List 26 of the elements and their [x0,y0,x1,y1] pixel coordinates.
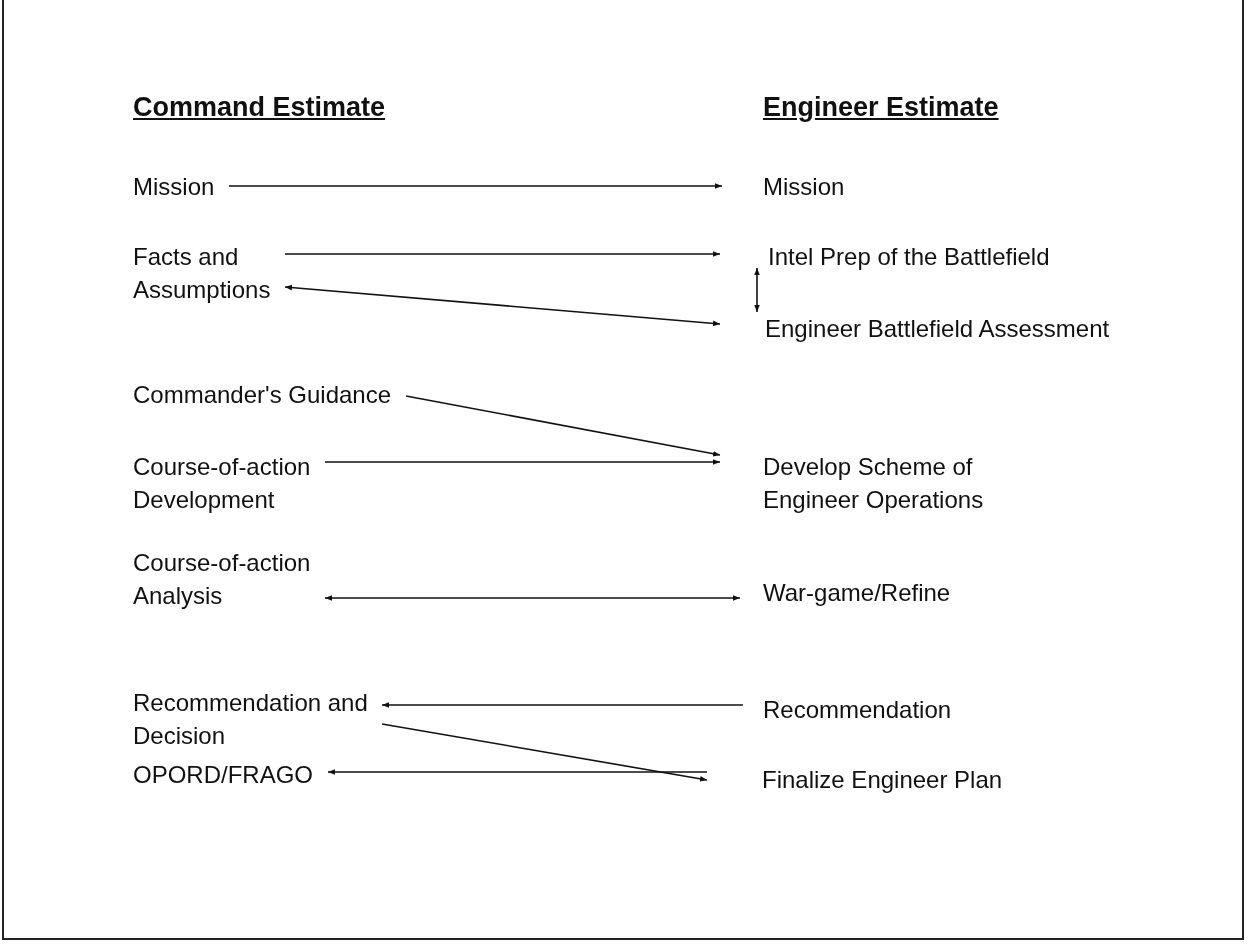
arrow [327,769,708,775]
arrow [381,723,708,782]
step-label: Develop Scheme of Engineer Operations [720,450,1080,516]
column-heading: Engineer Estimate [763,92,999,123]
step-label: Facts and Assumptions [133,240,285,306]
arrow [324,459,721,465]
step-label: Engineer Battlefield Assessment [720,312,1210,345]
arrow [381,702,744,708]
step-label: Recommendation [743,693,1003,726]
arrow [228,183,723,189]
step-label: Mission [133,170,229,203]
step-label: War-game/Refine [740,576,1000,609]
step-label: Course-of-action Development [133,450,325,516]
step-label: Finalize Engineer Plan [707,763,1077,796]
arrow [284,284,721,327]
arrow [324,595,741,601]
step-label: Intel Prep of the Battlefield [720,240,1140,268]
arrow [284,251,721,257]
step-label: Recommendation and Decision [133,686,382,752]
step-label: Mission [722,170,862,203]
arrow [405,395,721,457]
arrow [754,267,760,313]
column-heading: Command Estimate [133,92,386,123]
step-label: Course-of-action Analysis [133,546,325,612]
step-label: OPORD/FRAGO [133,758,328,791]
step-label: Commander's Guidance [133,378,406,411]
